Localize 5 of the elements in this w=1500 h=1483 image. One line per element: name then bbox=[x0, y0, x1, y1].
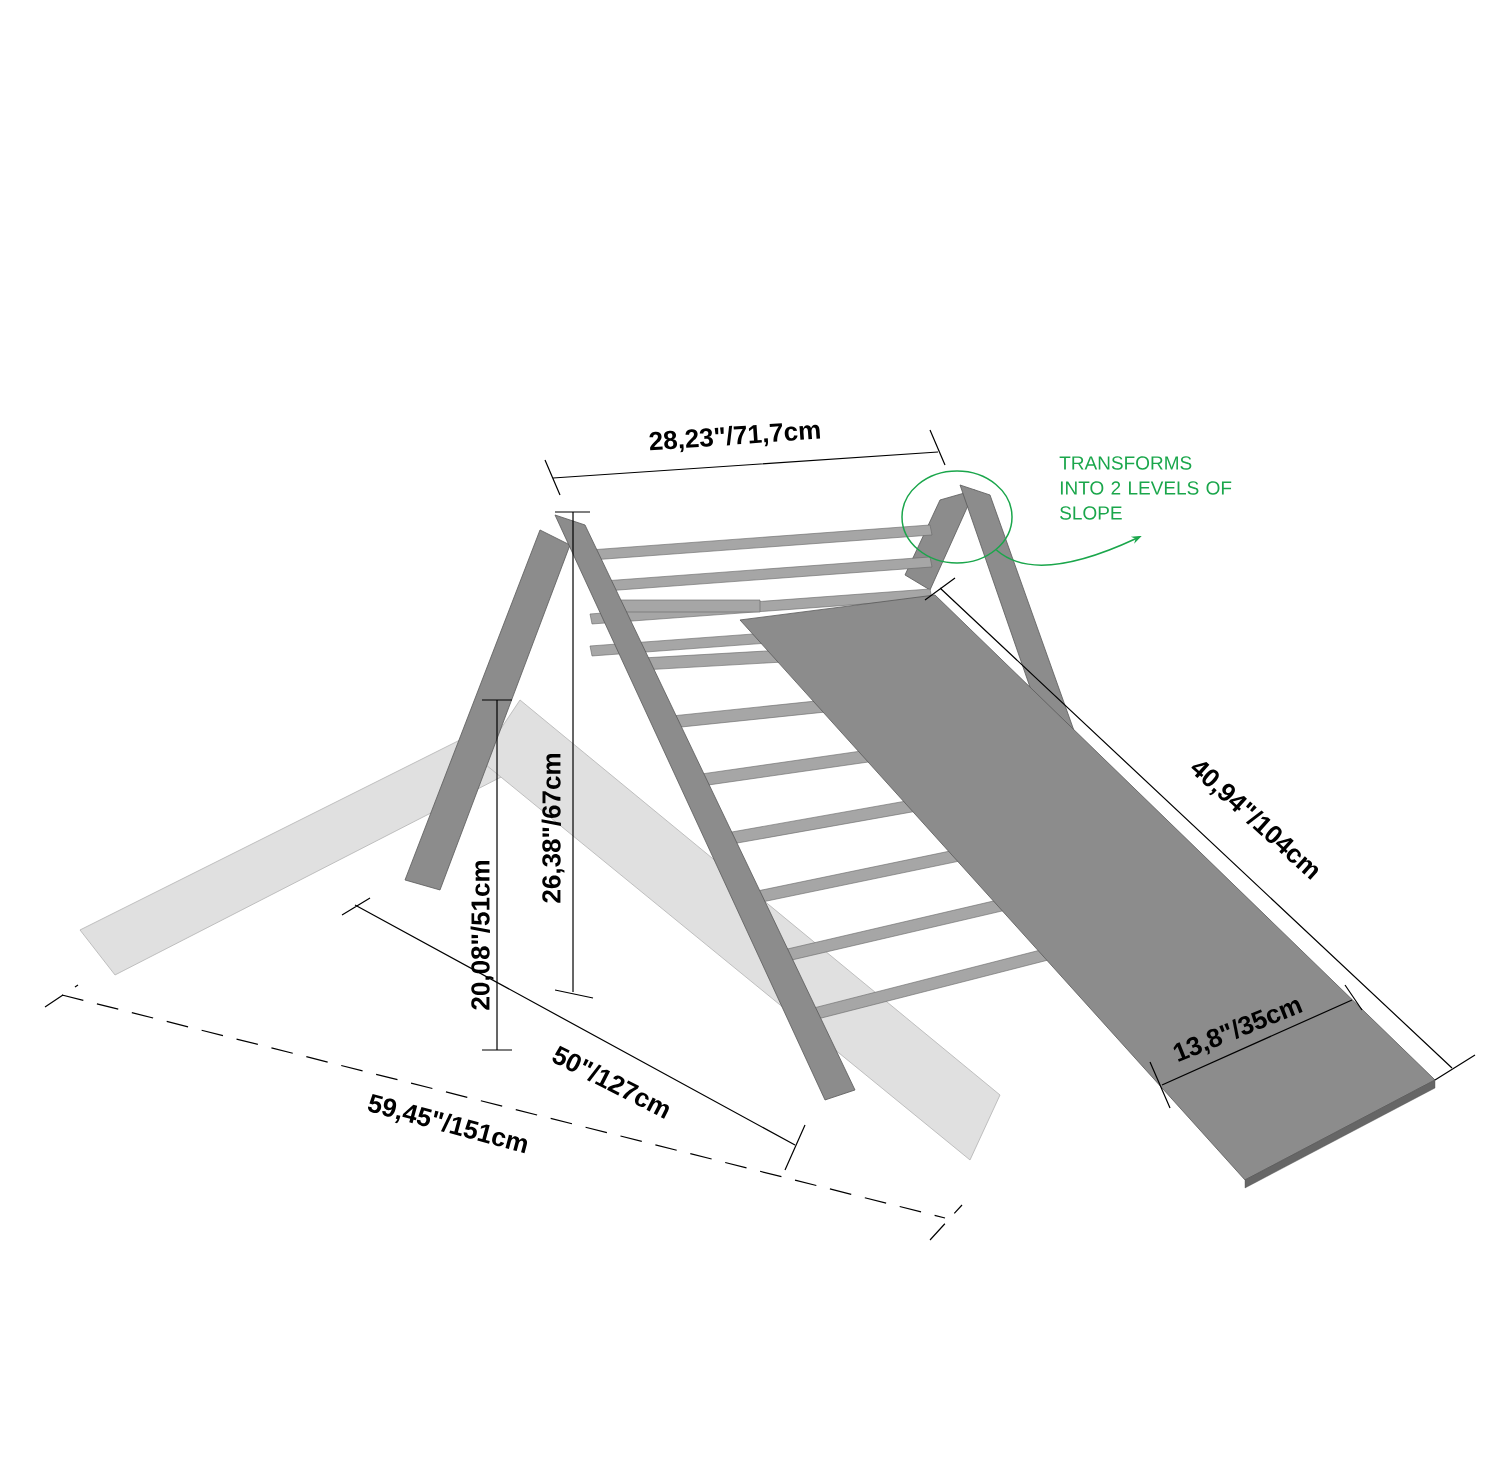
callout-text: TRANSFORMS INTO 2 LEVELS OF SLOPE bbox=[1059, 456, 1232, 520]
highlight-circle bbox=[901, 470, 1013, 564]
dimension-label: 28,23"/71,7cm bbox=[649, 423, 821, 453]
dimension-label: 20,08"/51cm bbox=[470, 861, 494, 1010]
dimension-label: 26,38"/67cm bbox=[541, 754, 565, 903]
